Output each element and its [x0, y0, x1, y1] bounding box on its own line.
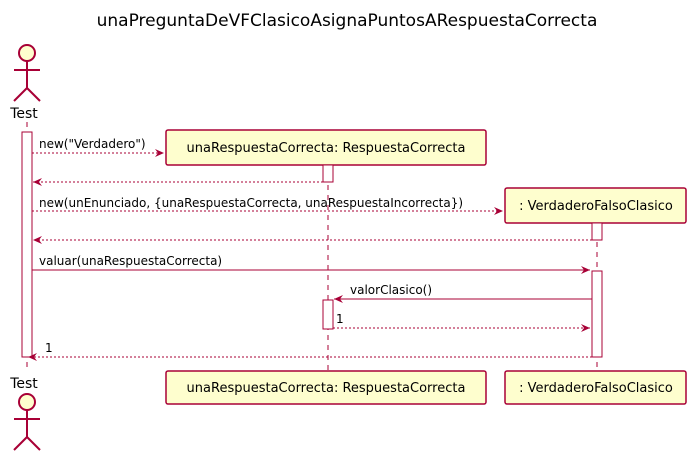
participant-verdadero-top: : VerdaderoFalsoClasico [504, 187, 687, 224]
activation-test [21, 131, 33, 358]
svg-text:new("Verdadero"): new("Verdadero") [39, 137, 146, 151]
actor-bottom: Test [9, 376, 41, 451]
participant-respuesta-top: unaRespuestaCorrecta: RespuestaCorrecta [165, 129, 487, 166]
svg-text:valorClasico(): valorClasico() [350, 283, 432, 297]
actor-head-icon [18, 393, 36, 411]
message-return-1-final: 1 [28, 341, 592, 361]
svg-text:valuar(unaRespuestaCorrecta): valuar(unaRespuestaCorrecta) [39, 254, 222, 268]
svg-text:1: 1 [336, 312, 344, 326]
svg-text:: VerdaderoFalsoClasico: : VerdaderoFalsoClasico [519, 381, 673, 396]
participant-respuesta-bottom: unaRespuestaCorrecta: RespuestaCorrecta [165, 370, 487, 405]
activation-verdadero-1 [591, 222, 603, 241]
message-new-verdadero: new("Verdadero") [32, 137, 164, 157]
svg-text:unaRespuestaCorrecta: Respuest: unaRespuestaCorrecta: RespuestaCorrecta [187, 141, 466, 156]
svg-text:new(unEnunciado, {unaRespuesta: new(unEnunciado, {unaRespuestaCorrecta, … [39, 196, 463, 210]
participant-verdadero-bottom: : VerdaderoFalsoClasico [504, 370, 687, 405]
actor-label-top: Test [9, 106, 38, 122]
svg-text:unaRespuestaCorrecta: Respuest: unaRespuestaCorrecta: RespuestaCorrecta [187, 381, 466, 396]
message-new-verdaderofalsoclasico: new(unEnunciado, {unaRespuestaCorrecta, … [32, 196, 503, 215]
diagram-title: unaPreguntaDeVFClasicoAsignaPuntosARespu… [97, 11, 598, 31]
message-valuar: valuar(unaRespuestaCorrecta) [32, 254, 590, 274]
svg-text:: VerdaderoFalsoClasico: : VerdaderoFalsoClasico [519, 199, 673, 214]
activation-respuesta-2 [322, 299, 334, 330]
actor-head-icon [18, 44, 36, 62]
activation-respuesta-1 [322, 164, 334, 183]
message-return-1-respuesta: 1 [333, 312, 590, 332]
svg-text:1: 1 [45, 341, 53, 355]
message-valorclasico: valorClasico() [334, 283, 592, 303]
actor-top: Test [9, 44, 41, 122]
actor-label-bottom: Test [9, 376, 38, 392]
activation-verdadero-2 [591, 270, 603, 358]
